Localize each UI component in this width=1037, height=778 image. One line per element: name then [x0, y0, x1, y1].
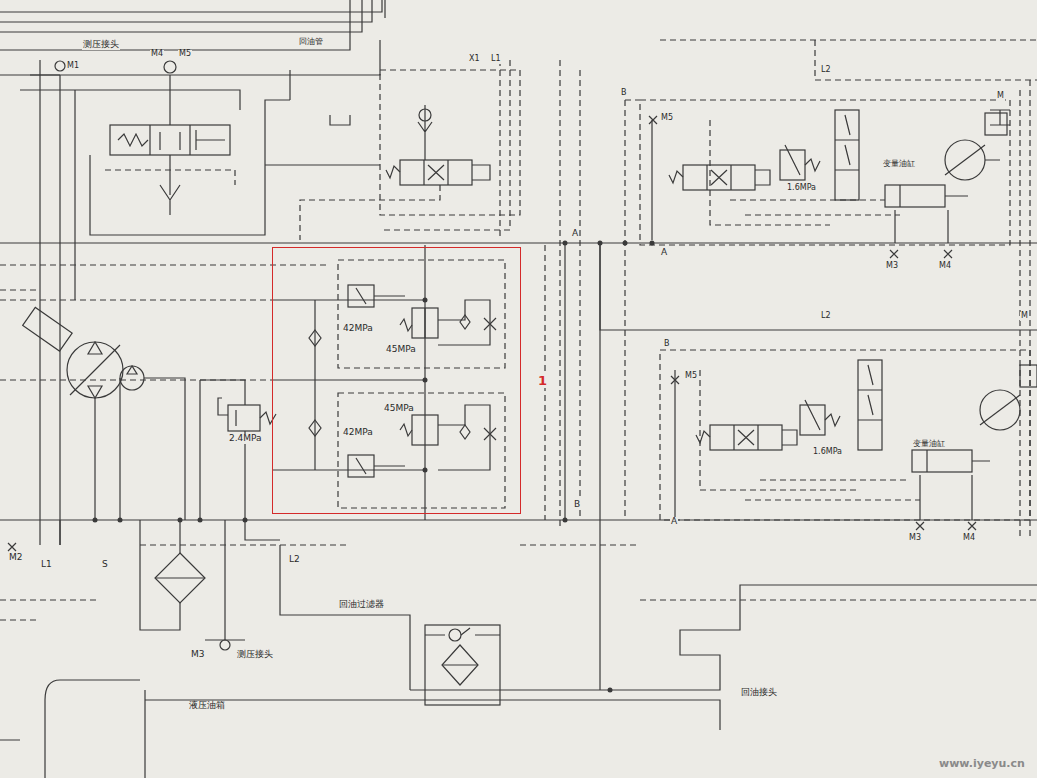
- port-label: M2: [8, 553, 24, 563]
- watermark: www.iyeyu.cn: [938, 758, 1026, 770]
- pressure-label: 1.6MPa: [812, 448, 843, 457]
- component-label: 回油管: [298, 38, 324, 47]
- component-label: 回油过滤器: [338, 600, 385, 610]
- port-label: L1: [40, 560, 53, 570]
- component-label: 变量油缸: [882, 160, 916, 169]
- port-label: M: [996, 92, 1005, 101]
- port-label: L1: [490, 55, 502, 64]
- port-label: M3: [885, 262, 899, 271]
- component-label: 测压接头: [82, 40, 120, 50]
- port-label: M4: [962, 534, 976, 543]
- port-label: M4: [938, 262, 952, 271]
- port-label: M5: [684, 372, 698, 381]
- pressure-label: 1.6MPa: [786, 184, 817, 193]
- pressure-label: 45MPa: [383, 404, 415, 414]
- pressure-label: 2.4MPa: [228, 434, 263, 444]
- port-label: B: [663, 340, 671, 349]
- port-label: L2: [820, 66, 832, 75]
- port-label: A: [670, 517, 678, 527]
- callout-region: 1: [272, 247, 521, 514]
- component-label: 回油接头: [740, 688, 778, 698]
- port-label: B: [573, 500, 581, 510]
- port-label: L2: [820, 312, 832, 321]
- port-label: A: [660, 248, 668, 258]
- pressure-label: 42MPa: [342, 324, 374, 334]
- callout-number: 1: [536, 374, 549, 388]
- component-label: 变量油缸: [912, 440, 946, 449]
- port-label: X1: [468, 55, 481, 64]
- port-label: M3: [190, 650, 206, 660]
- port-label: M: [1020, 312, 1029, 321]
- port-label: S: [101, 560, 109, 570]
- port-label: A: [571, 229, 579, 239]
- port-label: M1: [66, 62, 80, 71]
- port-label: M5: [178, 50, 192, 59]
- port-label: M4: [150, 50, 164, 59]
- port-label: M5: [660, 114, 674, 123]
- pressure-label: 42MPa: [342, 428, 374, 438]
- component-label: 液压油箱: [188, 701, 226, 711]
- pressure-label: 45MPa: [385, 345, 417, 355]
- port-label: B: [620, 89, 628, 98]
- port-label: L2: [288, 555, 301, 565]
- port-label: M3: [908, 534, 922, 543]
- component-label: 测压接头: [236, 650, 274, 660]
